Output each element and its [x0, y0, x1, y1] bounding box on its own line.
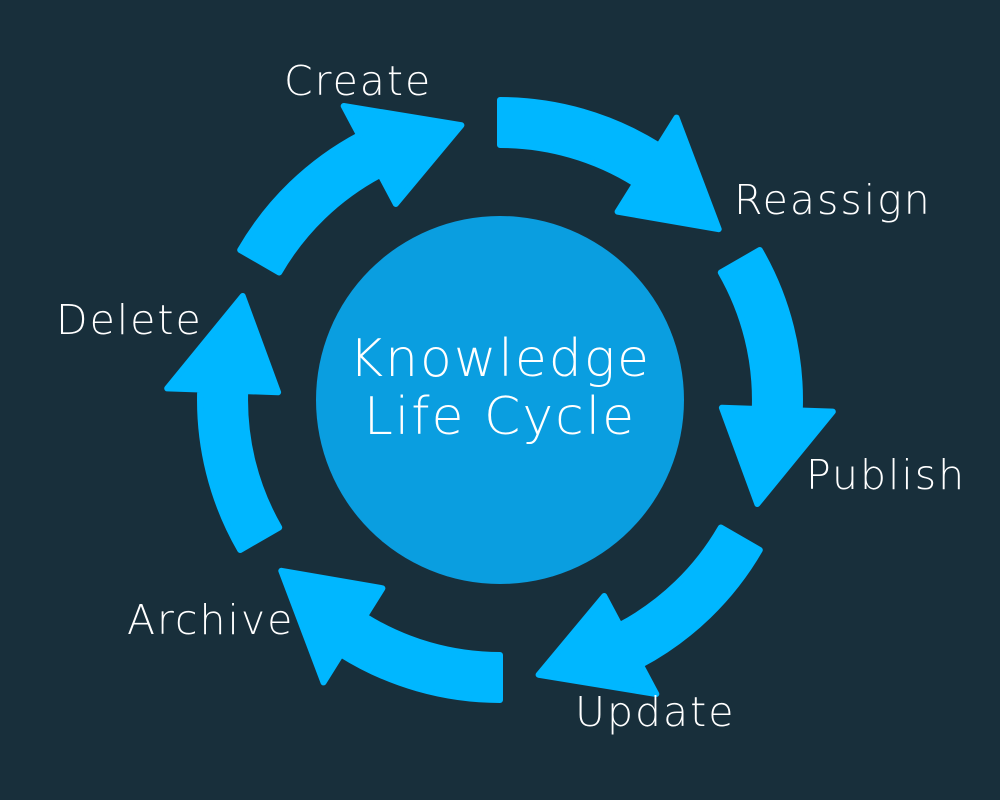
stage-label-archive: Archive [127, 596, 295, 644]
stage-label-delete: Delete [56, 296, 203, 344]
stage-label-create: Create [284, 57, 433, 105]
arrow-create-to-reassign [497, 97, 722, 233]
center-circle [316, 216, 684, 584]
stage-label-publish: Publish [806, 451, 967, 499]
arrow-delete-to-create [237, 103, 465, 276]
stage-label-update: Update [575, 688, 736, 736]
arrow-publish-to-update [535, 524, 763, 697]
center-title: Knowledge Life Cycle [316, 330, 684, 446]
arrow-archive-to-delete [164, 293, 283, 553]
arrow-reassign-to-publish [717, 247, 836, 507]
center-title-line2: Life Cycle [363, 387, 637, 447]
center-title-line1: Knowledge [348, 329, 652, 389]
arrow-update-to-archive [278, 567, 503, 703]
cycle-arrows [164, 97, 836, 703]
stage-label-reassign: Reassign [734, 176, 932, 224]
